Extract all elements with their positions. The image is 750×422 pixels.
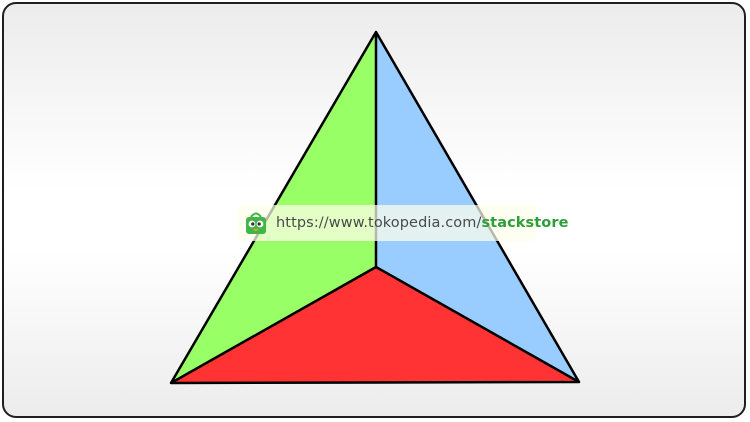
store-url-name: stackstore xyxy=(481,215,569,231)
store-watermark: https://www.tokopedia.com/stackstore xyxy=(238,205,568,241)
left-inner-edge xyxy=(170,265,377,385)
tokopedia-bag-icon xyxy=(246,212,266,234)
bottom-face xyxy=(171,267,579,383)
right-inner-edge xyxy=(375,265,580,384)
store-url-prefix: https://www.tokopedia.com/ xyxy=(276,215,482,231)
store-url: https://www.tokopedia.com/stackstore xyxy=(276,215,569,231)
